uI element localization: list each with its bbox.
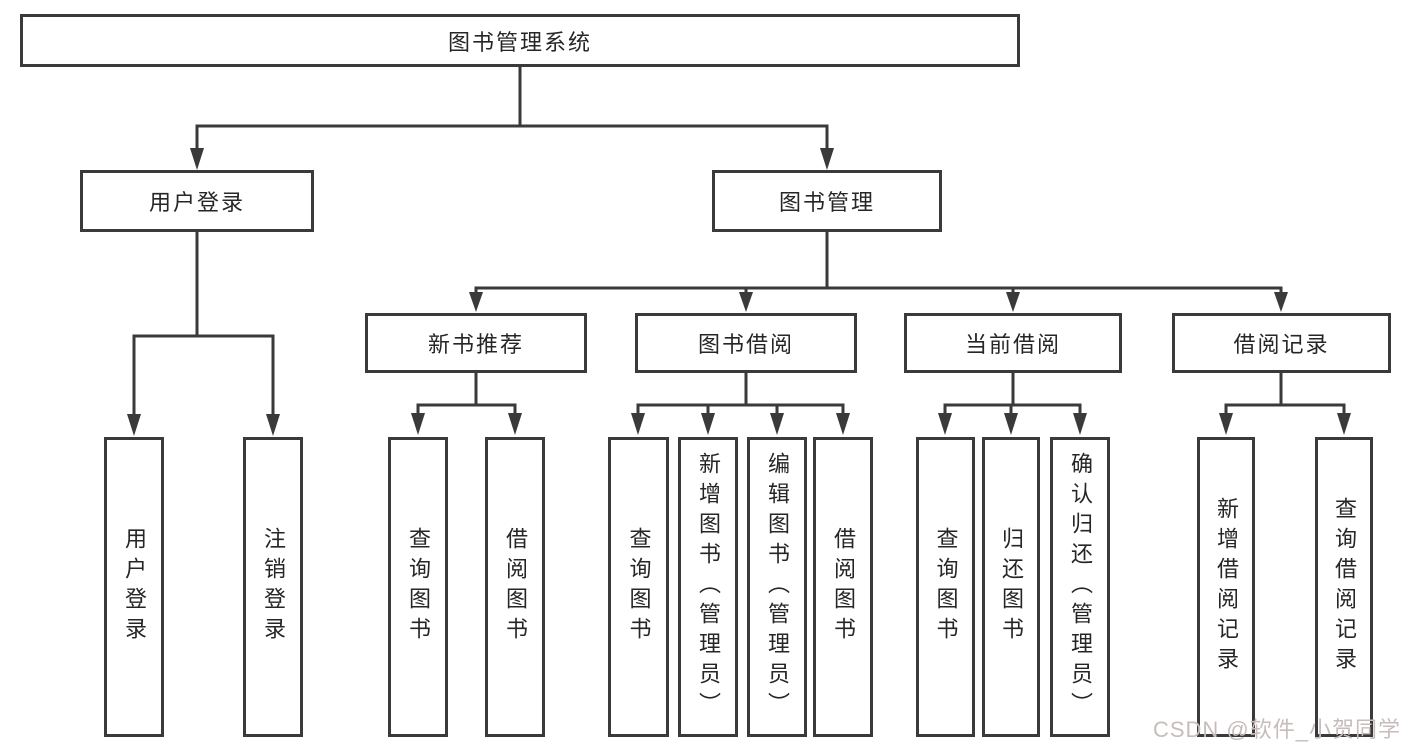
node-label: 归还图书 bbox=[999, 527, 1024, 647]
node-new-book-recommend: 新书推荐 bbox=[365, 313, 587, 373]
node-leaf-borrow-books-recommend: 借阅图书 bbox=[485, 437, 545, 737]
node-label: 查询图书 bbox=[933, 527, 959, 647]
node-label: 借阅图书 bbox=[503, 527, 528, 647]
node-book-borrow: 图书借阅 bbox=[635, 313, 857, 373]
node-borrow-records: 借阅记录 bbox=[1172, 313, 1391, 373]
node-label: 确认归还（管理员） bbox=[1068, 452, 1093, 722]
node-leaf-query-books-current: 查询图书 bbox=[916, 437, 975, 737]
node-label: 查询图书 bbox=[406, 527, 431, 647]
node-label: 图书借阅 bbox=[697, 332, 794, 357]
node-label: 用户登录 bbox=[122, 527, 147, 647]
node-book-management: 图书管理 bbox=[712, 170, 942, 232]
node-label: 新增图书（管理员） bbox=[696, 452, 721, 722]
node-leaf-query-books-borrow: 查询图书 bbox=[608, 437, 669, 737]
node-leaf-query-books-recommend: 查询图书 bbox=[388, 437, 448, 737]
node-leaf-return-books: 归还图书 bbox=[982, 437, 1040, 737]
node-label: 新增借阅记录 bbox=[1214, 497, 1239, 677]
node-label: 图书管理 bbox=[778, 190, 875, 215]
node-leaf-confirm-return-admin: 确认归还（管理员） bbox=[1050, 437, 1110, 737]
node-library-system: 图书管理系统 bbox=[20, 14, 1020, 67]
node-label: 查询借阅记录 bbox=[1332, 497, 1357, 677]
node-leaf-add-borrow-record: 新增借阅记录 bbox=[1197, 437, 1255, 737]
node-label: 查询图书 bbox=[626, 527, 652, 647]
node-label: 新书推荐 bbox=[427, 332, 524, 357]
node-leaf-borrow-books: 借阅图书 bbox=[813, 437, 873, 737]
node-label: 用户登录 bbox=[148, 190, 245, 215]
node-leaf-logout: 注销登录 bbox=[243, 437, 303, 737]
node-leaf-edit-books-admin: 编辑图书（管理员） bbox=[747, 437, 807, 737]
node-label: 借阅记录 bbox=[1233, 332, 1330, 357]
node-label: 图书管理系统 bbox=[447, 29, 592, 55]
csdn-watermark: CSDN @软件_小贺同学 bbox=[1152, 717, 1401, 742]
node-label: 注销登录 bbox=[261, 527, 286, 647]
node-user-login-group: 用户登录 bbox=[80, 170, 314, 232]
node-label: 编辑图书（管理员） bbox=[765, 452, 790, 722]
node-current-borrow: 当前借阅 bbox=[904, 313, 1122, 373]
node-label: 当前借阅 bbox=[964, 332, 1061, 357]
node-leaf-query-borrow-record: 查询借阅记录 bbox=[1315, 437, 1373, 737]
node-leaf-user-login: 用户登录 bbox=[104, 437, 164, 737]
node-leaf-add-books-admin: 新增图书（管理员） bbox=[678, 437, 738, 737]
node-label: 借阅图书 bbox=[831, 527, 856, 647]
